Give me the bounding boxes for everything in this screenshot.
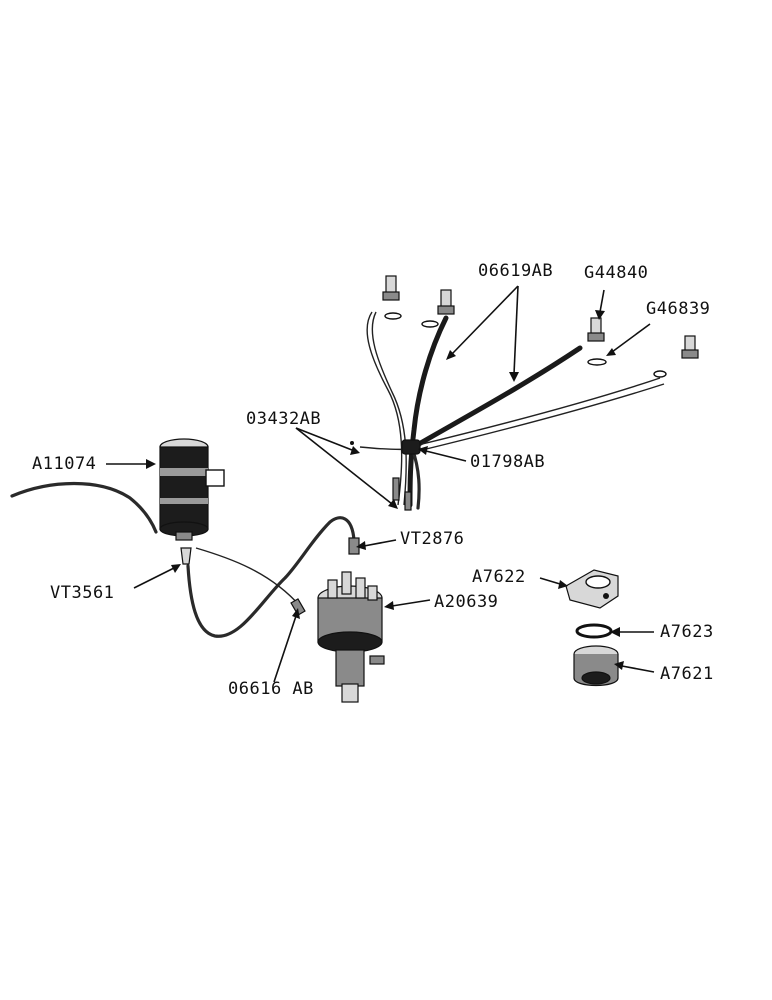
coil-terminal: [180, 516, 360, 638]
label-coil-wire: VT2876: [400, 529, 464, 549]
adapter: [573, 645, 619, 687]
label-plug-wire-set: 06619AB: [478, 261, 553, 281]
label-primary-wire: 06616 AB: [228, 679, 314, 699]
label-coil: A11074: [32, 454, 96, 474]
spark-plug-wire-harness: [350, 275, 699, 511]
plug-wire-4: [413, 377, 661, 447]
label-wire-clip: 03432AB: [246, 409, 321, 429]
plug-wire-1: [366, 311, 403, 506]
label-plug-gasket: G46839: [646, 299, 710, 319]
coil-secondary-lead: [10, 481, 158, 534]
wire-retainer-clip: [401, 439, 421, 455]
plug-wire-3: [409, 345, 583, 451]
label-coil-terminal: VT3561: [50, 583, 114, 603]
spark-plug-2: [421, 289, 455, 328]
label-adapter: A7621: [660, 664, 714, 684]
label-distributor: A20639: [434, 592, 498, 612]
washer: [575, 623, 613, 639]
spark-plug-3: [587, 317, 607, 366]
spark-plug-1: [382, 275, 402, 320]
ignition-coil: [159, 438, 225, 541]
label-clamp: A7622: [472, 567, 526, 587]
spark-plug-4: [653, 335, 699, 378]
label-spark-plug: G44840: [584, 263, 648, 283]
label-washer: A7623: [660, 622, 714, 642]
leader-lines: [106, 285, 655, 683]
hold-down-clamp: [565, 569, 619, 609]
plug-wire-2: [407, 315, 449, 508]
label-wire-retainer: 01798AB: [470, 452, 545, 472]
distributor: [317, 571, 385, 703]
